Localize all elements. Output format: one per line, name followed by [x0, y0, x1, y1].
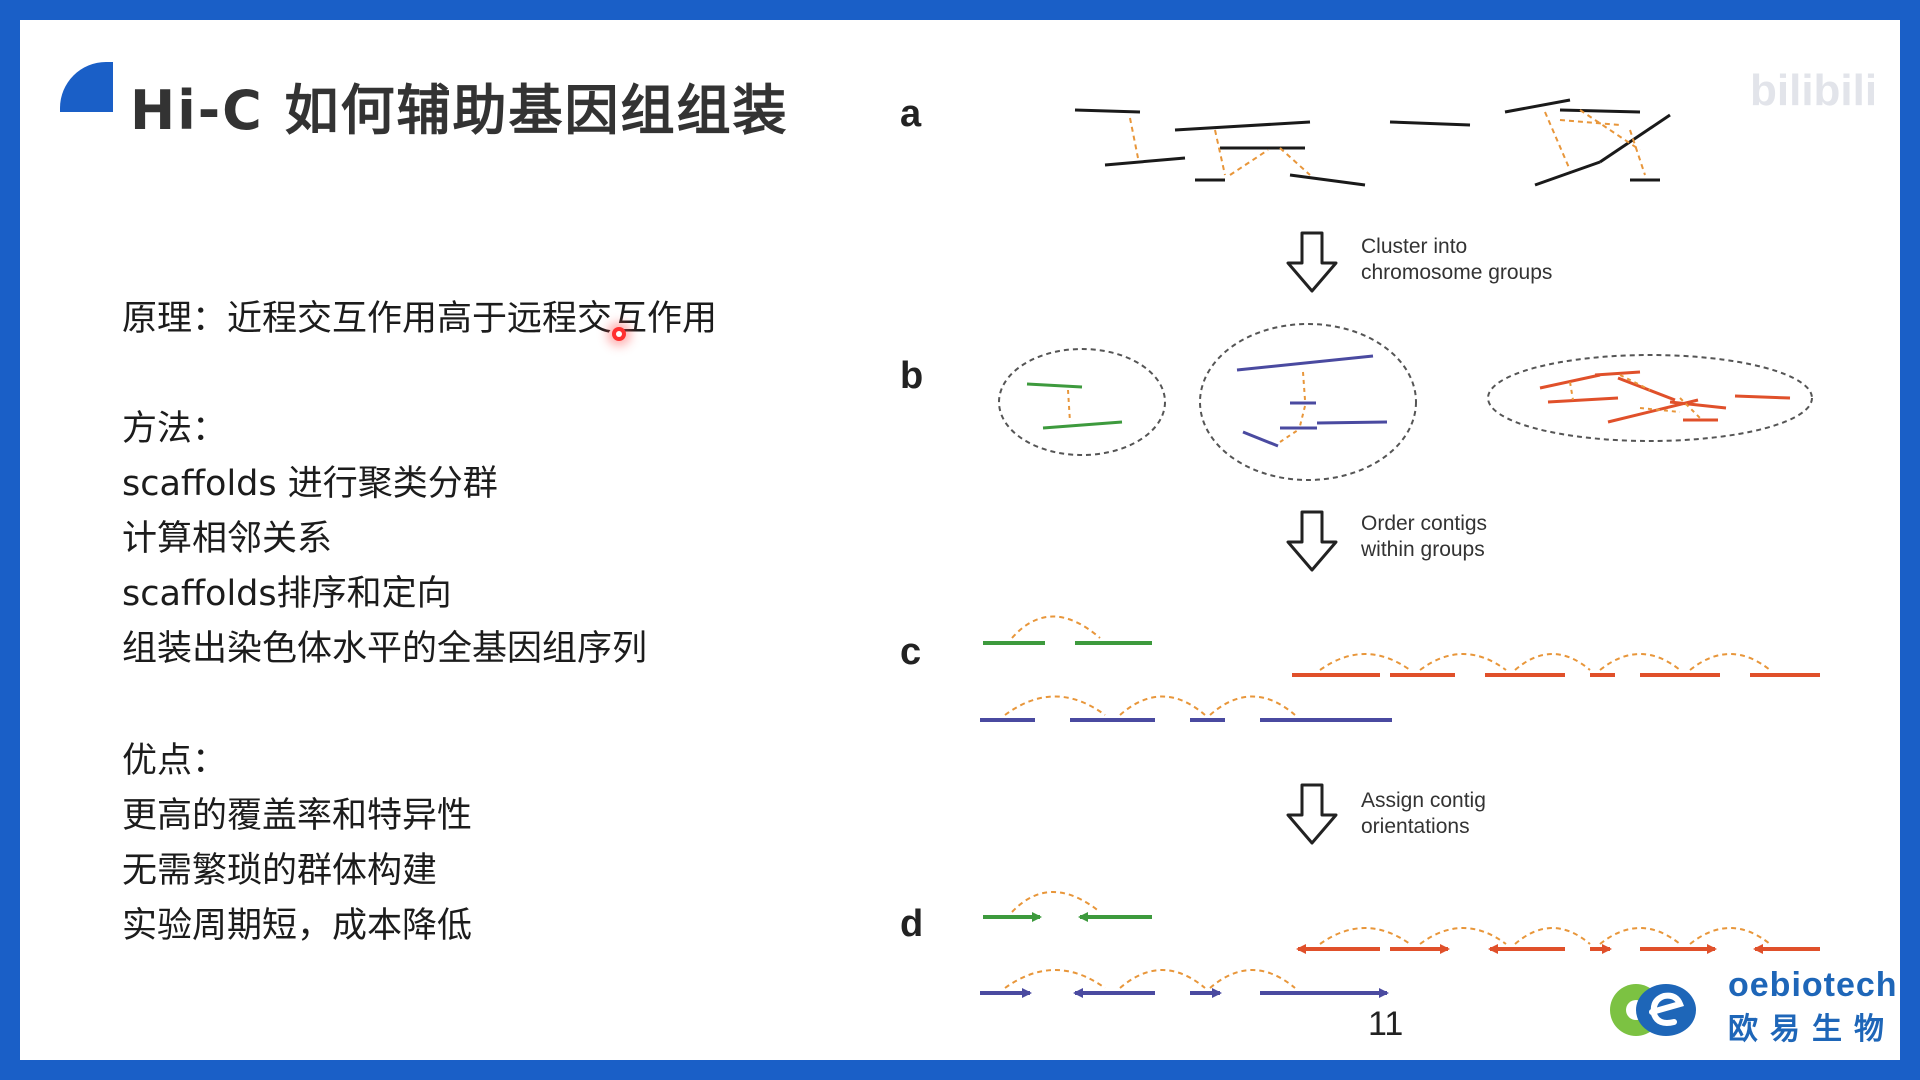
title-quarter-circle-icon	[60, 62, 113, 112]
ordered-orange-links	[1319, 653, 1771, 671]
purple-group-contacts	[1279, 371, 1306, 443]
advantages-heading: 优点：	[122, 741, 228, 781]
step1-label-line1: Cluster into	[1361, 235, 1467, 258]
step1-label-line2: chromosome groups	[1361, 261, 1552, 284]
step2-label-line1: Order contigs	[1361, 512, 1487, 535]
down-arrow-icon	[1286, 510, 1338, 572]
step2-label-line2: within groups	[1360, 538, 1485, 561]
advantage-item: 无需繁琐的群体构建	[122, 851, 438, 891]
brand-name-en: oebiotech	[1728, 966, 1898, 1004]
panel-label-b: b	[900, 355, 923, 397]
step3-label-line2: orientations	[1361, 815, 1470, 838]
group-ellipse-purple	[1199, 323, 1417, 481]
step3-label-line1: Assign contig	[1361, 789, 1486, 812]
group-ellipse-green	[998, 348, 1166, 456]
brand-name-cn: 欧易生物	[1728, 1012, 1896, 1047]
panel-label-c: c	[900, 631, 921, 673]
hic-assembly-diagram: a b c d	[900, 93, 1820, 998]
group-ellipse-orange	[1487, 354, 1813, 442]
panel-label-d: d	[900, 903, 923, 945]
ordered-purple-links	[1004, 695, 1296, 716]
orange-group-contigs	[1539, 370, 1791, 424]
principle-text: 原理：近程交互作用高于远程交互作用	[122, 299, 718, 339]
green-group-contigs	[1026, 382, 1123, 430]
purple-group-contigs	[1236, 354, 1388, 448]
oriented-orange-links	[1319, 927, 1771, 945]
panel-label-a: a	[900, 93, 922, 135]
slide: Hi-C 如何辅助基因组组装 bilibili 原理：近程交互作用高于远程交互作…	[20, 20, 1900, 1060]
advantage-item: 实验周期短，成本降低	[122, 906, 473, 946]
method-item: scaffolds 进行聚类分群	[122, 464, 498, 504]
oriented-green-link	[1011, 891, 1101, 913]
method-item: 计算相邻关系	[122, 519, 333, 559]
down-arrow-icon	[1286, 783, 1338, 845]
page-number: 11	[1368, 1005, 1404, 1043]
oriented-purple-links	[1004, 969, 1296, 989]
oebiotech-logo-icon	[1610, 984, 1696, 1036]
bilibili-watermark: bilibili	[1750, 66, 1878, 115]
advantage-item: 更高的覆盖率和特异性	[122, 796, 473, 836]
green-group-contact	[1067, 389, 1071, 423]
orange-group-contacts	[1569, 374, 1701, 419]
ordered-green-link	[1011, 615, 1101, 639]
slide-title: Hi-C 如何辅助基因组组装	[130, 79, 789, 142]
panel-a-contigs	[1074, 98, 1671, 187]
laser-pointer-dot	[612, 327, 626, 341]
method-item: 组装出染色体水平的全基因组序列	[122, 629, 648, 669]
panel-a-contacts	[1129, 109, 1646, 176]
methods-heading: 方法：	[122, 409, 228, 449]
method-item: scaffolds排序和定向	[122, 574, 452, 614]
down-arrow-icon	[1286, 231, 1338, 293]
